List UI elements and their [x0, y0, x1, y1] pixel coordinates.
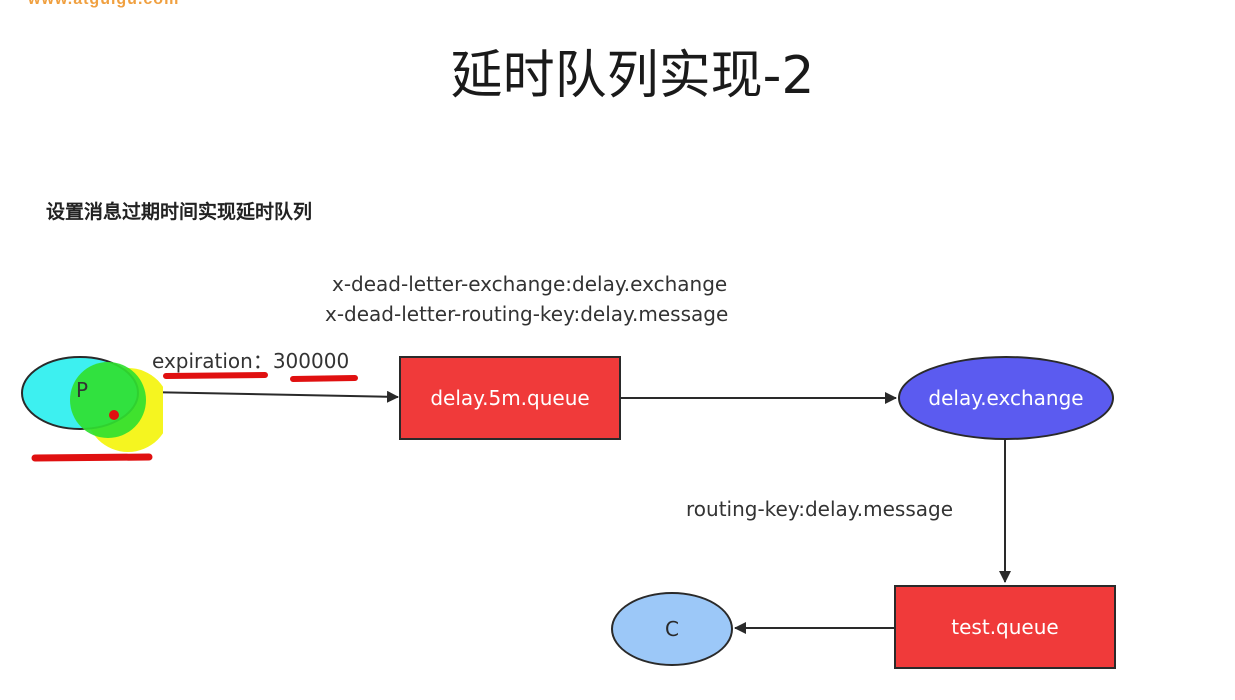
delay-queue-label: delay.5m.queue [430, 386, 590, 410]
delay-exchange-label: delay.exchange [928, 386, 1084, 410]
annotation-red-dot [109, 410, 119, 420]
test-queue-label: test.queue [951, 615, 1059, 639]
slide-subtitle: 设置消息过期时间实现延时队列 [46, 201, 313, 223]
label-expiration: expiration：300000 [152, 349, 350, 373]
label-dead-letter-routing-key: x-dead-letter-routing-key:delay.message [325, 302, 729, 326]
label-routing-key: routing-key:delay.message [686, 497, 954, 521]
annotation-underline-value [290, 375, 358, 382]
watermark: www.atguigu.com [28, 0, 179, 9]
consumer-label: C [665, 617, 679, 641]
producer-node [21, 356, 163, 452]
delay-queue-node: delay.5m.queue [399, 356, 621, 440]
consumer-node: C [611, 592, 733, 666]
label-dead-letter-exchange: x-dead-letter-exchange:delay.exchange [332, 272, 728, 296]
arrow-producer-to-delay-queue [144, 390, 399, 403]
test-queue-node: test.queue [894, 585, 1116, 669]
delay-exchange-node: delay.exchange [898, 356, 1114, 440]
annotation-underline-expiration [163, 372, 268, 379]
annotation-underline-producer [31, 453, 153, 462]
annotation-green-highlight [70, 362, 146, 438]
producer-label: P [76, 378, 89, 402]
slide-title: 延时队列实现-2 [450, 46, 815, 106]
